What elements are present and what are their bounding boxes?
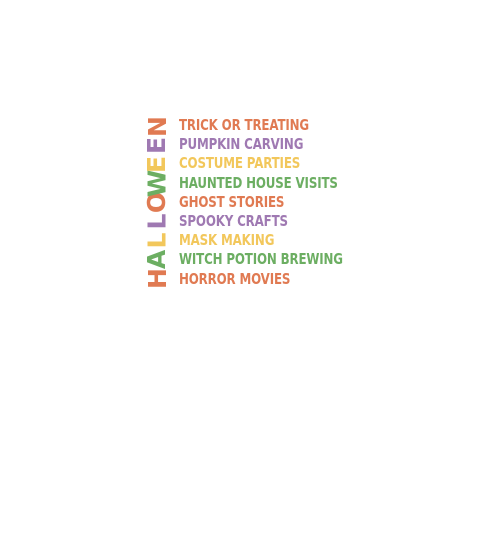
title-letter-l: L <box>142 232 172 249</box>
title-letter-l: L <box>142 213 172 230</box>
activity-item: TRICK OR TREATING <box>179 116 309 134</box>
title-letter-w: W <box>142 169 172 198</box>
activity-item: MASK MAKING <box>179 231 275 250</box>
activity-item: HORROR MOVIES <box>179 269 291 288</box>
activity-item: SPOOKY CRAFTS <box>179 211 288 230</box>
title-letter-n: N <box>142 116 172 137</box>
activity-item: WITCH POTION BREWING <box>179 250 343 269</box>
title-letter-e: E <box>142 155 172 174</box>
activity-item: COSTUME PARTIES <box>179 154 301 173</box>
activity-list: TRICK OR TREATING PUMPKIN CARVING COSTUM… <box>179 116 389 289</box>
title-letter-h: H <box>142 268 172 289</box>
halloween-vertical-title: H A L L O W E E N <box>140 116 174 289</box>
title-letter-a: A <box>142 249 172 270</box>
title-letter-e: E <box>142 136 172 155</box>
activity-item: PUMPKIN CARVING <box>179 135 304 154</box>
activity-item: HAUNTED HOUSE VISITS <box>179 173 338 192</box>
activity-item: GHOST STORIES <box>179 192 285 211</box>
